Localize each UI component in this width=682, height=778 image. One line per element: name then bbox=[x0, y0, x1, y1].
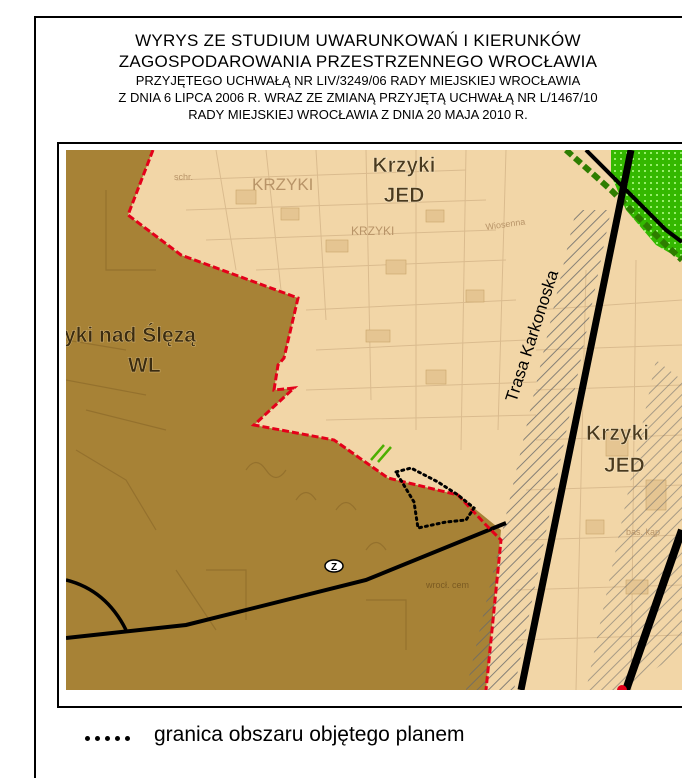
basemap-label-krzyki-1: KRZYKI bbox=[252, 175, 313, 194]
railway-branch bbox=[66, 578, 128, 631]
road-marker-label: Z bbox=[331, 562, 337, 573]
zone-label-wl-name: yki nad Ślęzą bbox=[66, 323, 196, 347]
plan-area-boundary bbox=[393, 466, 477, 530]
header-title-line-1: WYRYS ZE STUDIUM UWARUNKOWAŃ I KIERUNKÓW bbox=[135, 31, 581, 50]
zone-boundary-red bbox=[126, 150, 503, 690]
map-header: WYRYS ZE STUDIUM UWARUNKOWAŃ I KIERUNKÓW… bbox=[34, 30, 682, 123]
wl-zone bbox=[66, 150, 501, 690]
zone-label-jed-right-name: Krzyki bbox=[586, 422, 649, 445]
legend-item-label: granica obszaru objętego planem bbox=[154, 723, 465, 746]
red-marker bbox=[617, 685, 627, 690]
green-hatch-mark bbox=[370, 444, 392, 463]
road-corridor-hatch bbox=[466, 210, 611, 690]
basemap-labels: KRZYKI KRZYKI schr. wrocł. cem bas. kąp … bbox=[174, 172, 660, 590]
header-subtitle-line-1: PRZYJĘTEGO UCHWAŁĄ NR LIV/3249/06 RADY M… bbox=[135, 73, 581, 88]
zone-label-jed-right-code: JED bbox=[604, 454, 645, 477]
legend-dotted-line-symbol bbox=[85, 735, 130, 741]
header-title-line-2: ZAGOSPODAROWANIA PRZESTRZENNEGO WROCŁAWI… bbox=[118, 52, 598, 71]
zone-label-jed-top-name: Krzyki bbox=[372, 154, 435, 177]
legend: granica obszaru objętego planem bbox=[85, 720, 465, 750]
wl-texture bbox=[66, 190, 407, 650]
zone-label-jed-top-code: JED bbox=[384, 184, 425, 207]
trasa-karkonoska-road bbox=[517, 150, 635, 690]
road-marker: Z bbox=[324, 559, 344, 573]
railway-curve-top-right bbox=[584, 150, 682, 244]
header-subtitle-line-2: Z DNIA 6 LIPCA 2006 R. WRAZ ZE ZMIANĄ PR… bbox=[118, 90, 598, 105]
zone-label-wl-code: WL bbox=[128, 354, 161, 377]
basemap-label-cem: wrocł. cem bbox=[425, 580, 469, 590]
header-subtitle-line-3: RADY MIEJSKIEJ WROCŁAWIA Z DNIA 20 MAJA … bbox=[188, 107, 528, 122]
basemap-label-krzyki-2: KRZYKI bbox=[351, 224, 394, 238]
diagonal-road-right bbox=[622, 528, 682, 690]
railway-line bbox=[66, 521, 507, 640]
green-zone-border bbox=[564, 150, 682, 263]
map-canvas[interactable]: Z KRZYKI KRZYKI schr. wrocł. cem bas. ką… bbox=[66, 150, 682, 690]
basemap-label-bas-kap: bas. kąp bbox=[626, 527, 660, 537]
basemap-label-schr: schr. bbox=[174, 172, 193, 182]
